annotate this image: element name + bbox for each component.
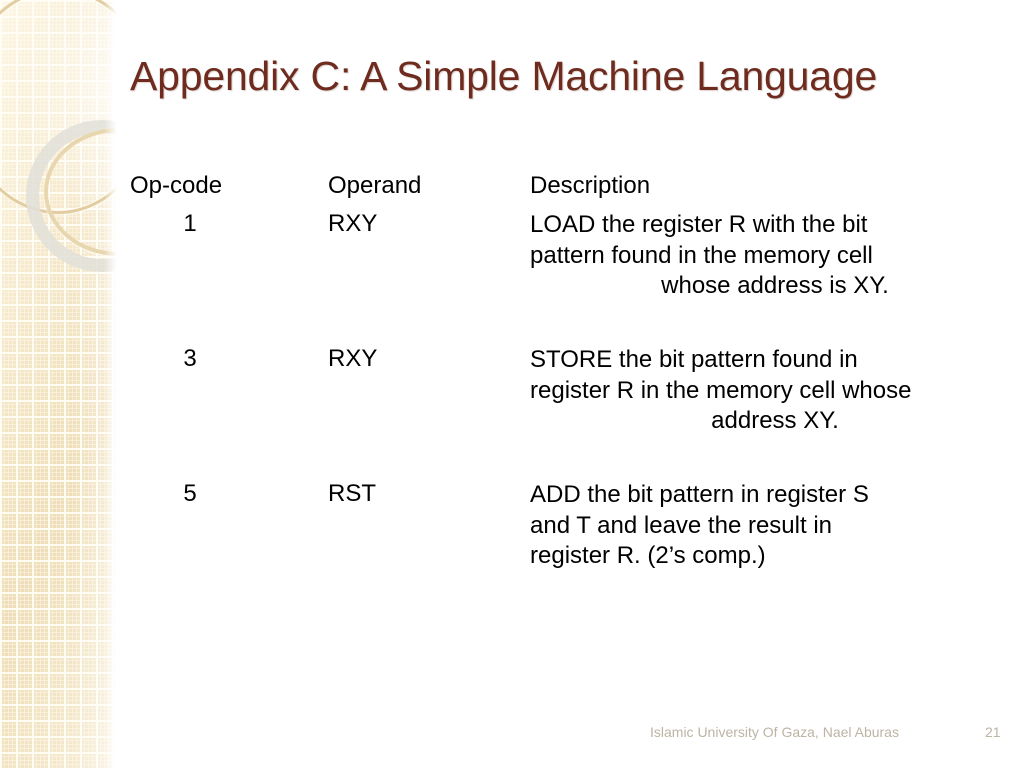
cell-description: STORE the bit pattern found in register … (530, 345, 1020, 437)
cell-description: LOAD the register R with the bit pattern… (530, 210, 1020, 302)
description-line: whose address is XY. (661, 272, 889, 300)
table-header-row: Op-code Operand Description (130, 172, 1010, 210)
description-line: and T and leave the result in (530, 511, 832, 539)
machine-language-table: Op-code Operand Description 1 RXY LOAD t… (130, 172, 1010, 569)
description-line: LOAD the register R with the bit (530, 211, 868, 238)
description-line: address XY. (711, 407, 839, 435)
table-row: 1 RXY LOAD the register R with the bit p… (130, 210, 1010, 342)
description-line: ADD the bit pattern in register S (530, 481, 869, 508)
page-number: 21 (985, 724, 1001, 740)
cell-opcode: 5 (183, 480, 197, 507)
band-edge-fade (104, 0, 118, 768)
decorative-side-band (0, 0, 118, 768)
cell-operand: RXY (328, 210, 378, 237)
table-row: 5 RST ADD the bit pattern in register S … (130, 480, 1010, 612)
cell-opcode: 3 (183, 345, 197, 372)
column-header-operand: Operand (328, 172, 422, 199)
description-line: pattern found in the memory cell (530, 241, 873, 269)
page-title: Appendix C: A Simple Machine Language (130, 53, 878, 99)
footer-credit: Islamic University Of Gaza, Nael Aburas (650, 724, 899, 740)
cell-description: ADD the bit pattern in register S and T … (530, 480, 1020, 572)
column-header-description: Description (530, 172, 651, 199)
description-line: register R. (2’s comp.) (530, 542, 766, 570)
cell-opcode: 1 (183, 210, 197, 237)
description-line: STORE the bit pattern found in (530, 346, 858, 373)
slide-footer: Islamic University Of Gaza, Nael Aburas … (0, 724, 1024, 746)
description-line: register R in the memory cell whose (530, 376, 912, 404)
column-header-opcode: Op-code (130, 172, 223, 199)
cell-operand: RXY (328, 345, 378, 372)
cell-operand: RST (328, 480, 376, 507)
table-row: 3 RXY STORE the bit pattern found in reg… (130, 345, 1010, 477)
